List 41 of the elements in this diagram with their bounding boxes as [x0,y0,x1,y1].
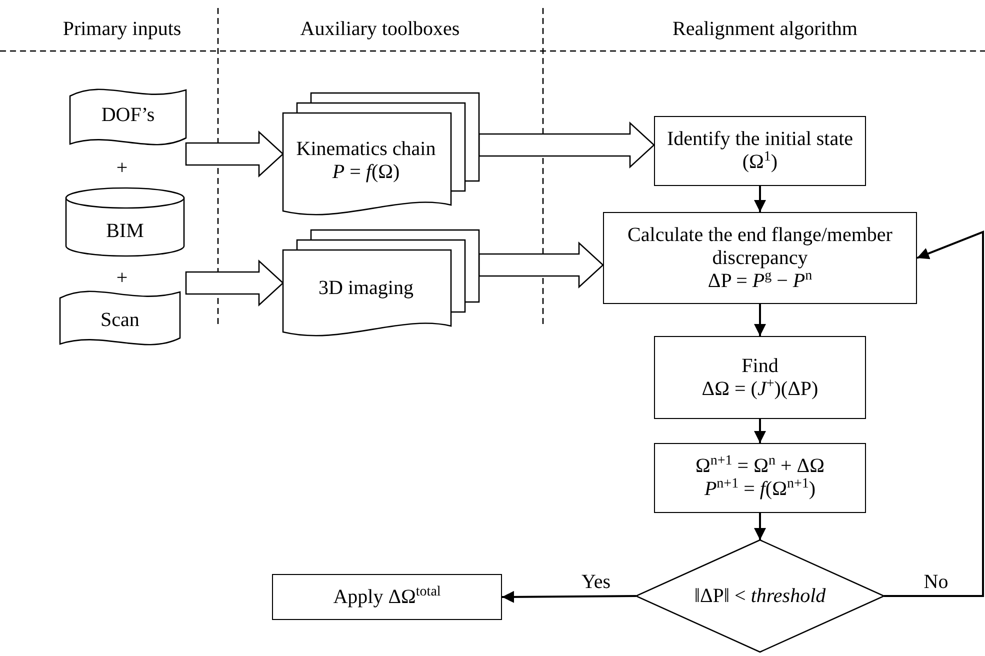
node-text: Scan [100,308,140,332]
database-cylinder [66,188,184,256]
node-text: DOF’s [101,104,155,126]
node-text: P$^{n+1}$ = f(Ω$^{n+1}$) [704,478,816,501]
document-stack [283,230,479,336]
node-text: 3D imaging [318,276,414,300]
block-arrow [185,260,284,306]
block-arrow [478,242,604,288]
plus-sign: + [116,267,128,290]
process-box [272,574,502,620]
column-heading: Primary inputs [62,18,182,41]
decision-diamond [636,540,884,652]
arrow [754,186,766,212]
node-text: ΔP = P$^{g}$ − P$^{n}$ [708,270,812,292]
document-shape [70,86,186,148]
block-arrow [185,130,284,178]
node-text: Kinematics chain [296,138,436,161]
node-text: Identify the initial state (Ω$^{1}$) [666,128,854,174]
arrow [754,304,766,336]
node-text: P = f(Ω) [332,161,400,184]
node-text: BIM [106,220,144,242]
plus-sign: + [116,157,128,180]
node-text: ΔΩ = (J$^{+}$)(ΔP) [702,378,818,400]
arrow [754,419,766,443]
document-shape [60,288,180,348]
node-text: Find [742,354,778,378]
process-box [603,212,917,304]
column-heading: Auxiliary toolboxes [300,18,460,41]
block-arrow [478,122,655,168]
node-text: Ω$^{n+1}$ = Ω$^{n}$ + ΔΩ [696,455,824,478]
node-text: ‖ΔP‖ < threshold [694,584,826,608]
process-box [654,116,866,186]
arrow [754,513,766,540]
column-heading: Realignment algorithm [672,18,858,41]
arrow [884,230,984,597]
process-box [654,336,866,419]
arrow [502,590,636,603]
node-text: Calculate the end flange/member discrepancy [626,224,894,270]
document-stack [283,93,479,215]
node-text: Apply ΔΩ$^{total}$ [333,586,441,608]
process-box [654,443,866,513]
